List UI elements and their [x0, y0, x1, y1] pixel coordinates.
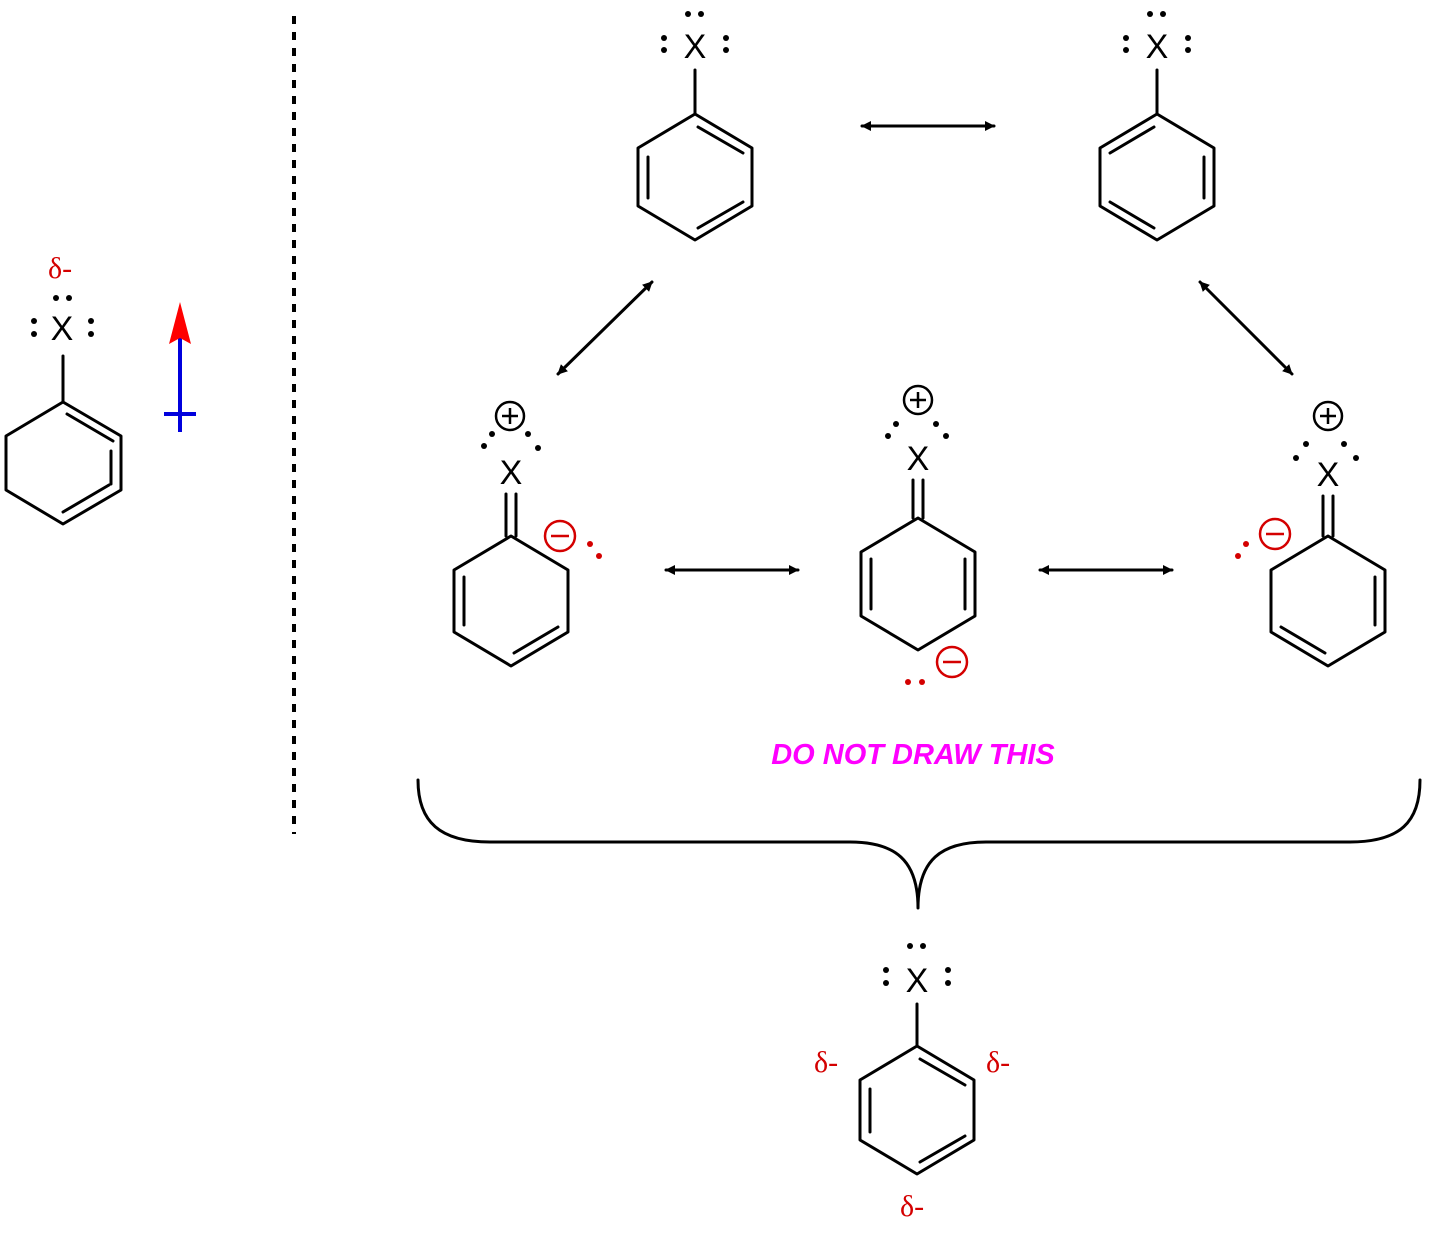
x-atom: X — [500, 454, 523, 492]
negative-charge — [543, 519, 602, 559]
positive-charge — [1312, 400, 1344, 432]
negative-charge — [905, 645, 969, 685]
delta-minus-ortho-left: δ- — [814, 1046, 838, 1079]
x-atom: X — [684, 28, 707, 66]
positive-charge — [494, 400, 526, 432]
cyclohexadiene-ring — [452, 492, 570, 668]
x-atom: X — [906, 962, 929, 1000]
delta-minus-ortho-right: δ- — [986, 1046, 1010, 1079]
cyclohexadiene-ring — [859, 478, 977, 652]
cyclohexadiene-ring — [1269, 494, 1387, 668]
negative-charge — [1235, 517, 1292, 559]
resonance-hybrid: X δ- δ- δ- — [814, 943, 1010, 1223]
benzene-ring — [4, 354, 123, 526]
resonance-structure-3: X — [452, 400, 602, 668]
x-lone-pair-dots — [1293, 441, 1359, 461]
dipole-molecule: δ- X — [4, 252, 123, 526]
x-lone-pair-dots — [481, 431, 541, 451]
positive-charge — [902, 384, 934, 416]
resonance-arrow-left — [556, 280, 654, 376]
x-lone-pair-dots — [1123, 11, 1191, 53]
x-atom: X — [1146, 28, 1169, 66]
x-lone-pair-dots — [885, 421, 949, 439]
benzene-ring — [636, 68, 754, 242]
benzene-ring — [858, 1002, 976, 1176]
benzene-ring — [1098, 68, 1216, 242]
resonance-arrow-right — [1198, 280, 1294, 376]
x-lone-pair-dots — [883, 943, 951, 986]
x-atom: X — [1317, 456, 1340, 494]
hybrid-brace — [416, 778, 1422, 910]
dipole-head — [169, 302, 191, 344]
resonance-structure-4: X — [859, 384, 977, 685]
resonance-structure-5: X — [1235, 400, 1387, 668]
delta-minus-label: δ- — [48, 252, 72, 285]
x-lone-pair-dots — [31, 295, 94, 337]
resonance-structure-2: X — [1098, 11, 1216, 242]
x-lone-pair-dots — [661, 11, 729, 53]
warning-label: DO NOT DRAW THIS — [771, 739, 1055, 771]
resonance-arrows — [556, 121, 1294, 575]
x-atom: X — [51, 310, 74, 348]
delta-minus-para: δ- — [900, 1190, 924, 1223]
x-atom: X — [907, 440, 930, 478]
resonance-structure-1: X — [636, 11, 754, 242]
dipole-arrow — [164, 302, 196, 432]
